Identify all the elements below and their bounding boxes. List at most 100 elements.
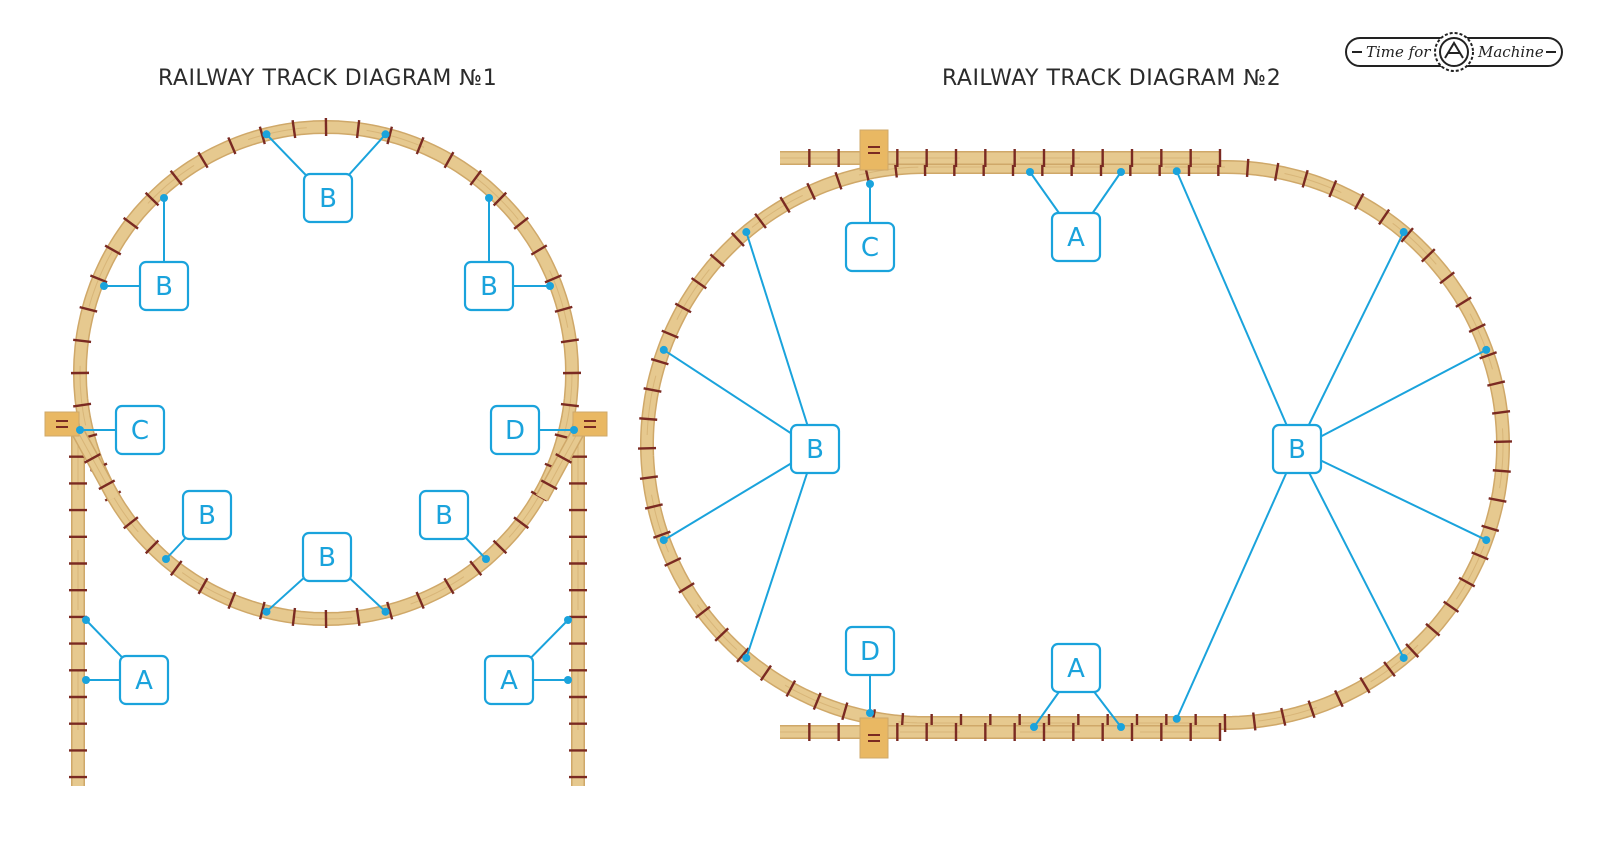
sleeper bbox=[540, 479, 558, 491]
sleeper bbox=[678, 582, 695, 594]
sleeper bbox=[639, 475, 658, 480]
label-box bbox=[789, 423, 841, 475]
label-box bbox=[418, 489, 470, 541]
sleeper bbox=[806, 182, 816, 201]
sleeper bbox=[1328, 179, 1338, 198]
track-layer bbox=[44, 117, 1513, 786]
anchor-dot bbox=[546, 282, 554, 290]
sleeper bbox=[104, 244, 122, 256]
leader-line bbox=[1296, 448, 1405, 659]
sleeper bbox=[714, 627, 730, 642]
sleeper bbox=[690, 277, 707, 290]
sleeper bbox=[123, 516, 139, 530]
sleeper bbox=[1487, 380, 1506, 387]
sleeper bbox=[779, 196, 791, 214]
label-letter: B bbox=[318, 543, 336, 573]
logo-text-right: Machine bbox=[1477, 43, 1544, 61]
sleeper bbox=[1468, 323, 1486, 334]
sleeper bbox=[841, 702, 849, 721]
sleeper bbox=[415, 136, 425, 155]
sleeper bbox=[73, 338, 92, 344]
sleeper bbox=[1405, 643, 1420, 658]
leader-line bbox=[1175, 448, 1298, 720]
diagram-1-loop-track bbox=[70, 117, 582, 629]
leader-line bbox=[1175, 170, 1298, 450]
anchor-dot bbox=[1172, 167, 1181, 176]
sleeper bbox=[643, 387, 662, 393]
sleeper bbox=[89, 274, 108, 284]
label-d1-upper-right: B bbox=[463, 194, 554, 312]
label-d2-switch-c: C bbox=[844, 180, 896, 273]
label-box bbox=[463, 260, 515, 312]
label-letter: C bbox=[861, 233, 879, 263]
sleeper bbox=[555, 453, 573, 464]
label-d2-right-curve: B bbox=[1172, 167, 1491, 723]
sleeper bbox=[1400, 227, 1414, 243]
diagram-1-switch-right bbox=[572, 411, 608, 437]
leader-line bbox=[1296, 349, 1487, 450]
diagram-2-oval-track bbox=[637, 157, 1513, 733]
sleeper bbox=[1471, 551, 1489, 561]
sleeper bbox=[785, 679, 797, 697]
anchor-dot bbox=[1117, 723, 1125, 731]
sleeper bbox=[1334, 689, 1344, 708]
sleeper bbox=[652, 530, 671, 539]
anchor-dot bbox=[160, 194, 168, 202]
sleeper bbox=[469, 560, 483, 576]
sleeper bbox=[530, 244, 548, 256]
sleeper bbox=[1280, 707, 1287, 726]
label-letter: A bbox=[135, 666, 153, 696]
sleeper bbox=[834, 171, 843, 190]
sleeper bbox=[386, 126, 394, 145]
anchor-dot bbox=[1026, 168, 1034, 176]
sleeper bbox=[513, 216, 529, 230]
sleeper bbox=[554, 305, 573, 313]
sleeper bbox=[258, 601, 266, 620]
sleeper bbox=[144, 539, 160, 555]
sleeper bbox=[1455, 296, 1472, 308]
sleeper bbox=[1492, 469, 1511, 473]
leader-line bbox=[745, 231, 816, 450]
label-d1-lower-right: B bbox=[418, 489, 490, 563]
label-d2-bottom-a: A bbox=[1030, 642, 1125, 731]
sleeper bbox=[513, 516, 530, 530]
label-box bbox=[181, 489, 233, 541]
anchor-dot bbox=[1482, 345, 1491, 354]
sleeper bbox=[759, 664, 772, 682]
leader-line bbox=[1296, 231, 1405, 450]
label-d1-right-leg: A bbox=[483, 616, 572, 706]
sleeper bbox=[754, 212, 767, 229]
sleeper bbox=[709, 253, 725, 268]
anchor-dot bbox=[1399, 228, 1408, 237]
sleeper bbox=[695, 605, 711, 619]
sleeper bbox=[730, 232, 745, 247]
anchor-dot bbox=[742, 228, 751, 237]
label-letter: B bbox=[198, 501, 216, 531]
diagram-2-bottom-siding bbox=[780, 723, 1222, 741]
sleeper bbox=[1479, 351, 1498, 360]
label-letter: A bbox=[1067, 654, 1085, 684]
sleeper bbox=[1420, 248, 1436, 263]
label-box bbox=[844, 221, 896, 273]
leader-line bbox=[663, 448, 816, 541]
sleeper bbox=[291, 120, 297, 139]
label-box bbox=[301, 531, 353, 583]
sleeper bbox=[1481, 524, 1500, 533]
label-box bbox=[118, 654, 170, 706]
sleeper bbox=[644, 503, 663, 510]
label-d2-left-curve: B bbox=[659, 228, 841, 662]
label-d1-lower-left: B bbox=[162, 489, 233, 563]
sleeper bbox=[492, 191, 508, 207]
sleeper bbox=[1488, 497, 1507, 503]
anchor-dot bbox=[742, 653, 751, 662]
diagram-2-title: RAILWAY TRACK DIAGRAM №2 bbox=[942, 66, 1282, 91]
anchor-dot bbox=[381, 607, 390, 616]
sleeper bbox=[227, 591, 237, 610]
sleeper bbox=[1307, 700, 1316, 719]
sleeper bbox=[122, 216, 139, 230]
label-d2-top-a: A bbox=[1026, 168, 1125, 263]
label-box bbox=[483, 654, 535, 706]
sleeper bbox=[169, 560, 183, 577]
sleeper bbox=[227, 136, 237, 155]
